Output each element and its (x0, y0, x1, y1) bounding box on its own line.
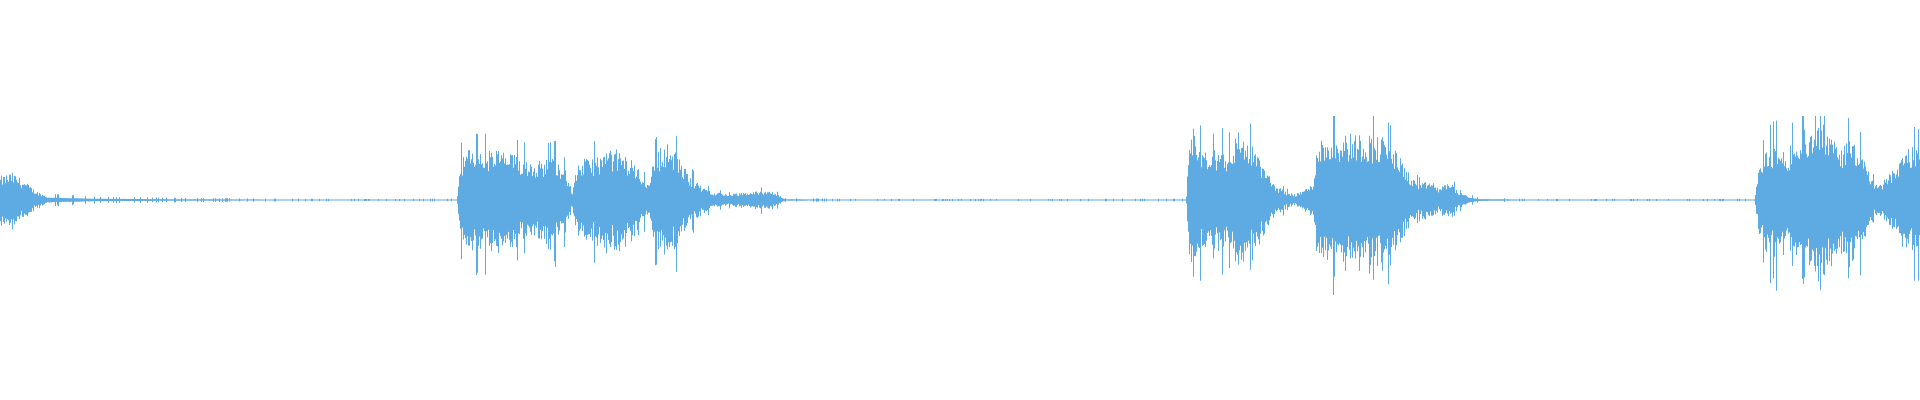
waveform-samples (0, 116, 1920, 295)
